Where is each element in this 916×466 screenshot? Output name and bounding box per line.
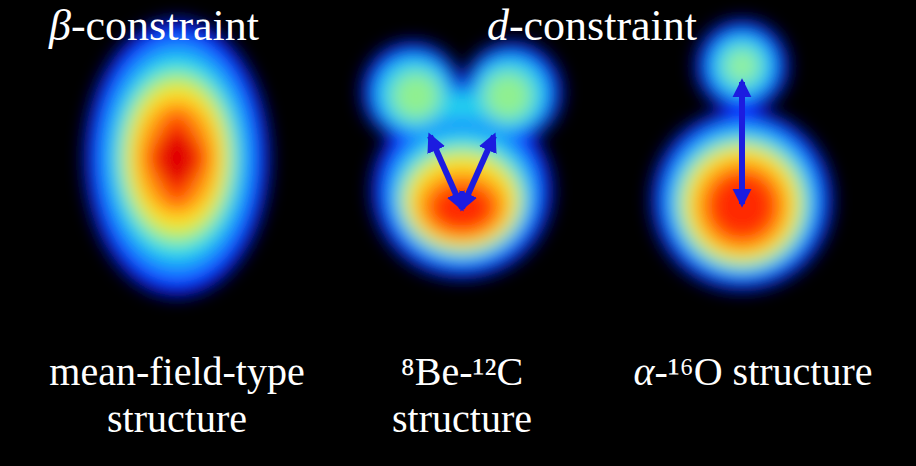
density-blob [85, 20, 269, 296]
distance-arrow [430, 82, 742, 208]
structure-caption: ⁸Be-¹²C structure [342, 348, 582, 442]
structure-caption: mean-field-type structure [12, 348, 342, 442]
density-blob [652, 20, 832, 290]
constraint-label: d-constraint [432, 0, 752, 52]
density-blob [362, 42, 562, 278]
structure-caption: α-¹⁶O structure [633, 348, 873, 395]
constraint-label: β-constraint [4, 0, 304, 52]
